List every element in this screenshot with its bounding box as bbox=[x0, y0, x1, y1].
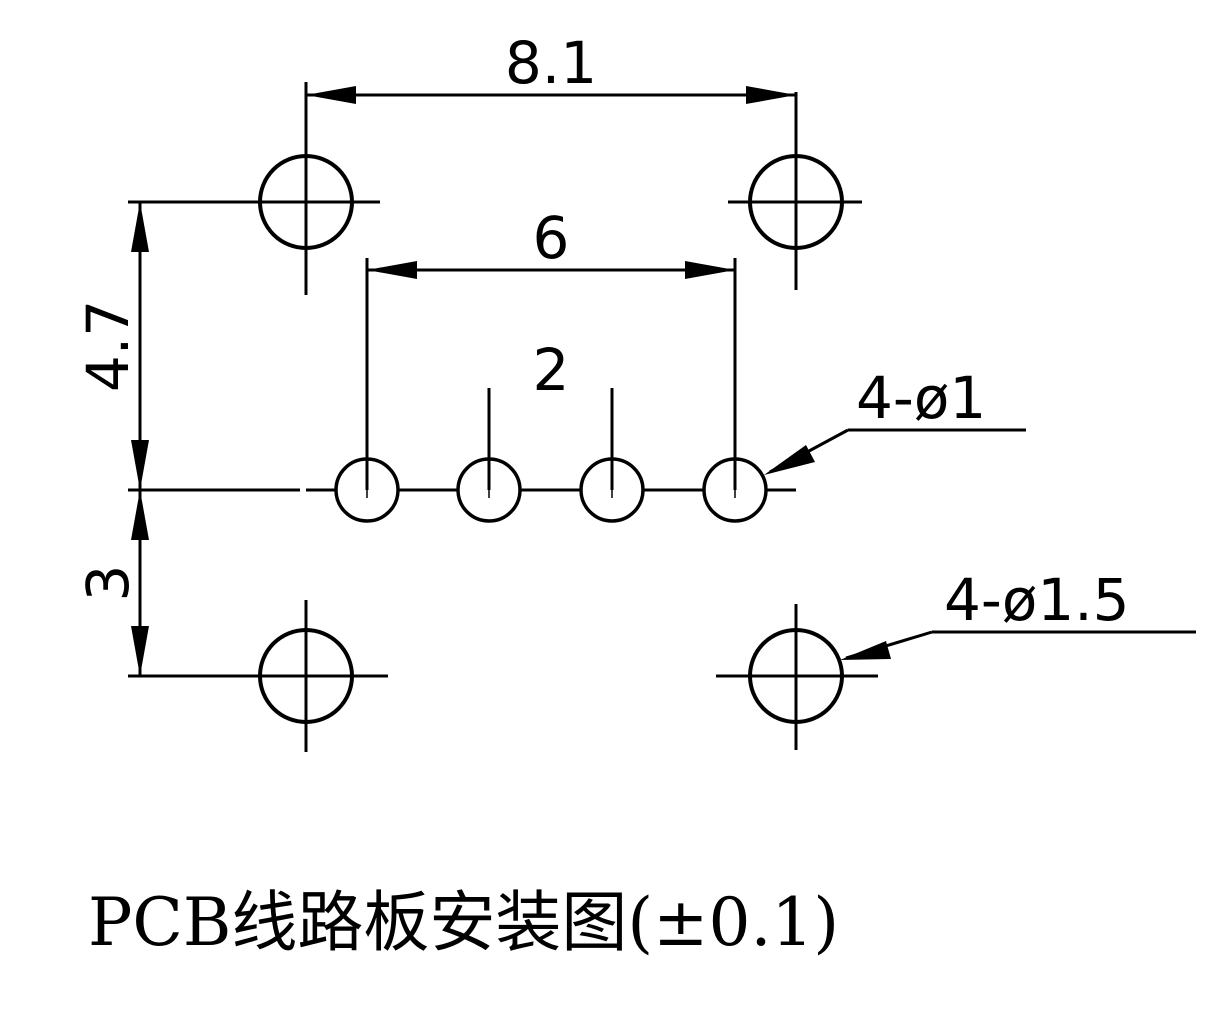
callout-large-holes-label: 4-ø1.5 bbox=[944, 566, 1130, 634]
dimension-6-label: 6 bbox=[533, 204, 570, 272]
dimension-3-label: 3 bbox=[74, 565, 142, 602]
dimension-2-label: 2 bbox=[533, 336, 570, 404]
dimension-4-7 bbox=[128, 200, 306, 490]
mounting-hole-top-left bbox=[230, 125, 380, 295]
callout-large-holes bbox=[840, 630, 1196, 660]
mounting-hole-bottom-right bbox=[716, 604, 878, 750]
dimension-4-7-label: 4.7 bbox=[74, 300, 142, 392]
drawing-title: PCB线路板安装图(±0.1) bbox=[88, 884, 839, 961]
dimension-8-1 bbox=[304, 82, 796, 150]
mounting-hole-top-right bbox=[728, 92, 862, 290]
dimension-2 bbox=[487, 388, 614, 490]
callout-small-holes bbox=[764, 428, 1026, 475]
dimension-6 bbox=[365, 258, 737, 490]
dimension-8-1-label: 8.1 bbox=[505, 29, 597, 97]
dimension-3 bbox=[128, 490, 306, 678]
callout-small-holes-label: 4-ø1 bbox=[856, 364, 986, 432]
